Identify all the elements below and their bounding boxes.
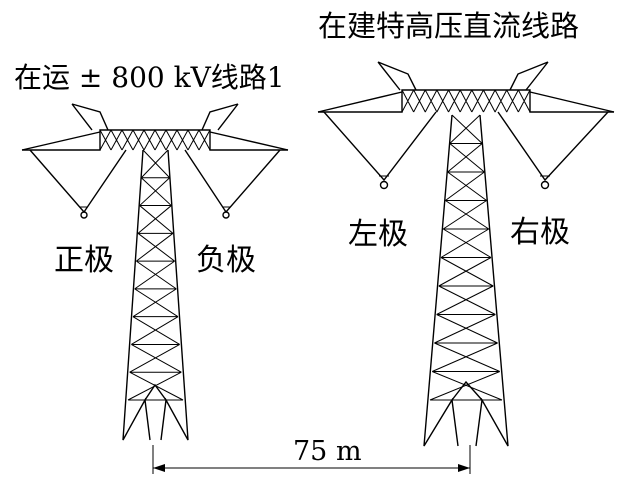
label-positive-pole: 正极: [54, 243, 114, 278]
distance-label: 75 m: [293, 436, 362, 467]
title-planned-line: 在建特高压直流线路: [318, 9, 580, 43]
title-existing-line: 在运 ± 800 kV线路1: [14, 61, 285, 94]
label-left-pole: 左极: [348, 217, 408, 252]
label-right-pole: 右极: [510, 215, 570, 250]
right-tower: [317, 61, 615, 447]
label-negative-pole: 负极: [196, 243, 256, 278]
distance-dimension: [152, 445, 471, 474]
left-tower: [21, 103, 289, 441]
